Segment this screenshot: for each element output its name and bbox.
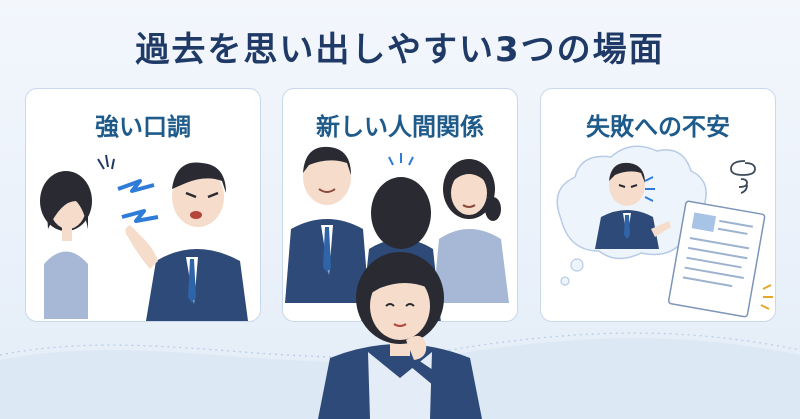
page-title: 過去を思い出しやすい3つの場面 — [135, 30, 665, 70]
thinking-woman-icon — [318, 252, 482, 419]
angry-boss-icon — [40, 154, 248, 321]
panel-title-new-relationships: 新しい人間関係 — [316, 113, 484, 141]
panel-new-relationships: 新しい人間関係 — [282, 88, 518, 322]
worry-thought-icon — [556, 145, 773, 318]
panel-title-fear-of-failure: 失敗への不安 — [586, 113, 730, 141]
panel-title-strong-tone: 強い口調 — [95, 113, 191, 141]
panel-strong-tone: 強い口調 — [25, 88, 261, 322]
new-colleagues-icon — [285, 146, 509, 321]
panel-fear-of-failure: 失敗への不安 — [540, 88, 776, 322]
